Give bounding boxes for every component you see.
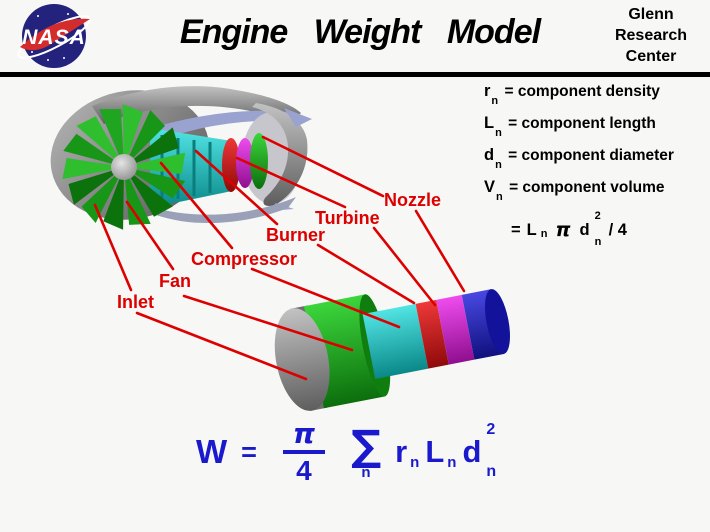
label-turbine: Turbine	[315, 208, 380, 228]
definition-volume: Vn = component volume	[484, 178, 665, 204]
cutaway-upper-cowl	[92, 86, 301, 124]
model-compressor-segment	[362, 303, 429, 379]
eq-summation: ∑ n	[350, 420, 382, 481]
model-turbine-segment	[436, 294, 475, 365]
label-inlet: Inlet	[117, 292, 155, 312]
leader-compressor-bottom	[250, 267, 401, 329]
label-burner: Burner	[266, 225, 326, 245]
cutaway-lower-lip	[148, 197, 296, 224]
fan	[61, 104, 187, 230]
eq-W: W	[196, 433, 228, 470]
leader-fan-top	[125, 200, 175, 271]
fraction-bar	[282, 450, 325, 454]
eq-pi-over-4: π 4	[282, 417, 325, 485]
engine-cutaway	[50, 86, 312, 230]
pi-symbol: π	[292, 417, 316, 450]
definitions-list: rn = component density Ln = component le…	[484, 82, 674, 250]
org-line: Research	[614, 27, 688, 44]
definition-diameter: dn = component diameter	[484, 146, 674, 172]
leader-fan-bottom	[182, 294, 354, 352]
leader-nozzle-bottom	[414, 209, 466, 293]
definition-length: Ln = component length	[484, 114, 656, 140]
page-title: Engine Weight Model	[179, 13, 541, 51]
leader-turbine-top	[235, 156, 347, 209]
leader-nozzle-top	[261, 135, 385, 198]
header-divider	[0, 72, 710, 77]
leader-lines	[93, 135, 466, 381]
leader-inlet-bottom	[135, 311, 308, 381]
label-nozzle: Nozzle	[384, 190, 442, 210]
pi-symbol: π	[555, 219, 571, 241]
org-line: Glenn	[628, 6, 674, 23]
component-model	[274, 289, 510, 411]
sigma-symbol: ∑	[350, 420, 382, 470]
label-fan: Fan	[159, 271, 192, 291]
nasa-logo: NASA	[17, 4, 91, 68]
label-compressor: Compressor	[191, 249, 298, 269]
aft-green-ring	[250, 133, 268, 189]
org-line: Center	[625, 48, 677, 65]
fan-spinner-hub	[111, 154, 137, 180]
nasa-logo-text: NASA	[22, 26, 86, 49]
org-name: Glenn Research Center	[596, 4, 706, 67]
model-inlet-face	[274, 308, 330, 411]
cutaway-aft-cowl	[252, 103, 308, 206]
leader-turbine-bottom	[372, 226, 437, 307]
eq-equals: =	[241, 436, 257, 467]
model-nozzle-cap	[484, 289, 510, 355]
leader-burner-bottom	[316, 243, 416, 305]
leader-inlet-top	[93, 203, 133, 292]
leader-burner-top	[194, 149, 279, 226]
nasa-logo-vector	[20, 18, 90, 51]
cutaway-aft-tip-top	[284, 108, 312, 127]
definition-density: rn = component density	[484, 82, 660, 108]
model-burner-segment	[415, 299, 449, 369]
leader-compressor-top	[159, 161, 234, 250]
